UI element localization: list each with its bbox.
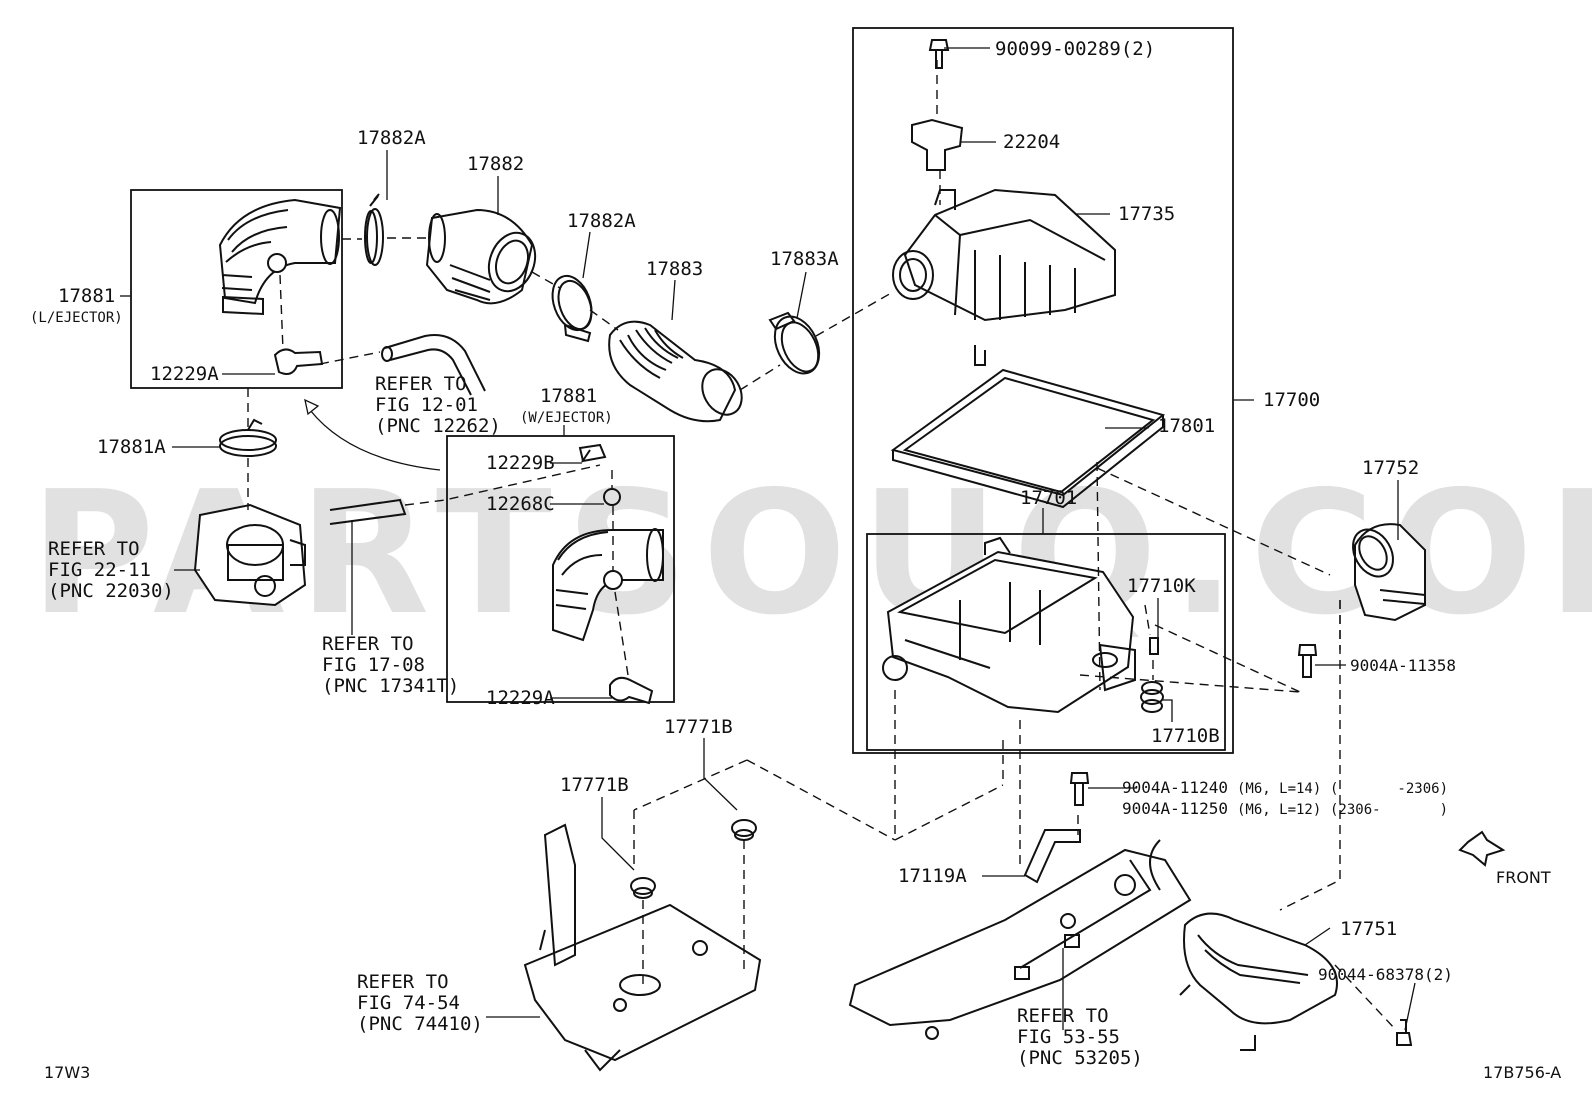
label-9004a-11358: 9004A-11358 — [1350, 656, 1456, 675]
bolt-9004a-11358-drawing — [1297, 644, 1318, 678]
label-17119a: 17119A — [898, 865, 967, 887]
label-12229b: 12229B — [486, 452, 555, 474]
label-17881a: 17881A — [97, 436, 166, 458]
ref-74-54-line2: FIG 74-54 — [357, 992, 460, 1014]
label-17710b: 17710B — [1151, 725, 1220, 747]
label-17882a-top: 17882A — [357, 127, 426, 149]
hose-17883-drawing — [608, 320, 743, 423]
label-9004a-11240: 9004A-11240 — [1122, 778, 1228, 797]
filter-17801-drawing — [890, 368, 1166, 509]
label-9004a-11250-date: (2306- ) — [1330, 802, 1448, 818]
label-17700: 17700 — [1263, 389, 1320, 411]
grommets-17710-drawing — [1140, 637, 1164, 713]
label-12229a-bot: 12229A — [486, 687, 555, 709]
case-17701-drawing — [882, 536, 1136, 714]
hose-17881-l-ejector-drawing — [218, 198, 342, 316]
assembly-lines — [247, 60, 1397, 1031]
label-17883a: 17883A — [770, 248, 839, 270]
group-box-17700-air-cleaner — [852, 27, 1234, 754]
group-box-17701-case — [866, 533, 1226, 751]
front-arrow-icon — [1458, 830, 1506, 867]
ref-74-54-line3: (PNC 74410) — [357, 1013, 483, 1035]
group-box-17881-w-ejector — [446, 435, 675, 703]
hose-refer-12-01-drawing — [381, 334, 486, 396]
front-label: FRONT — [1496, 868, 1551, 887]
page-code: 17W3 — [44, 1063, 90, 1082]
crossmember-drawing — [848, 839, 1192, 1040]
bolt-9004a-11240-drawing — [1069, 772, 1090, 806]
label-17881-l: 17881 — [58, 285, 115, 307]
label-17710k: 17710K — [1127, 575, 1196, 597]
ref-74-54-line1: REFER TO — [357, 971, 449, 993]
bolt-90099-00289-drawing — [928, 39, 950, 69]
ref-12-01-line1: REFER TO — [375, 373, 467, 395]
connector-12229a-top-drawing — [273, 348, 324, 375]
diagram-code: 17B756-A — [1483, 1063, 1561, 1082]
label-17735: 17735 — [1118, 203, 1175, 225]
ref-12-01-line2: FIG 12-01 — [375, 394, 478, 416]
label-17801: 17801 — [1158, 415, 1215, 437]
clamp-17882a-top-drawing — [364, 193, 384, 266]
arrow-head — [304, 398, 320, 416]
label-9004a-11240-spec: (M6, L=14) — [1237, 781, 1321, 797]
clamp-17881a-drawing — [219, 418, 277, 457]
label-17881-l-note: (L/EJECTOR) — [30, 310, 123, 326]
ref-53-55-line3: (PNC 53205) — [1017, 1047, 1143, 1069]
label-12229a-top: 12229A — [150, 363, 219, 385]
ref-17-08-line3: (PNC 17341T) — [322, 675, 459, 697]
ref-17-08-line2: FIG 17-08 — [322, 654, 425, 676]
label-17882a-mid: 17882A — [567, 210, 636, 232]
label-90099-00289: 90099-00289(2) — [995, 38, 1155, 60]
inlet-17751-drawing — [1179, 912, 1338, 1051]
throttle-body-drawing — [193, 503, 307, 607]
label-17752: 17752 — [1362, 457, 1419, 479]
label-17881-w-note: (W/EJECTOR) — [520, 410, 613, 426]
ref-53-55-line1: REFER TO — [1017, 1005, 1109, 1027]
label-17881-w: 17881 — [540, 385, 597, 407]
bolt-90044-68378-drawing — [1396, 1019, 1413, 1046]
sensor-22204-drawing — [911, 118, 964, 171]
hose-refer-17-08-drawing — [329, 498, 407, 525]
arrow-curve — [309, 409, 441, 471]
clamp-17882a-mid-drawing — [551, 274, 593, 343]
bracket-17119a-drawing — [1023, 829, 1081, 884]
label-9004a-11240-date: ( -2306) — [1330, 781, 1448, 797]
grommets-17771b-drawing — [630, 819, 757, 899]
label-22204: 22204 — [1003, 131, 1060, 153]
label-17751: 17751 — [1340, 918, 1397, 940]
ref-17-08-line1: REFER TO — [322, 633, 414, 655]
leader-lines — [120, 47, 1416, 1031]
label-17883: 17883 — [646, 258, 703, 280]
duct-17752-drawing — [1352, 523, 1426, 622]
group-box-17881-l-ejector — [130, 189, 343, 389]
label-9004a-11250-spec: (M6, L=12) — [1237, 802, 1321, 818]
label-12268c: 12268C — [486, 493, 555, 515]
label-17882: 17882 — [467, 153, 524, 175]
label-17701: 17701 — [1020, 487, 1077, 509]
label-17771b-left: 17771B — [560, 774, 629, 796]
ref-12-01-line3: (PNC 12262) — [375, 415, 501, 437]
label-17771b-right: 17771B — [664, 716, 733, 738]
label-9004a-11250: 9004A-11250 — [1122, 799, 1228, 818]
hose-17881-w-ejector-drawing — [552, 443, 664, 705]
ref-22-11-line2: FIG 22-11 — [48, 559, 151, 581]
ref-22-11-line3: (PNC 22030) — [48, 580, 174, 602]
elbow-17882-drawing — [425, 208, 537, 305]
cap-17735-drawing — [892, 188, 1116, 366]
ref-22-11-line1: REFER TO — [48, 538, 140, 560]
label-90044-68378: 90044-68378(2) — [1318, 965, 1453, 984]
clamp-17883a-drawing — [768, 311, 821, 375]
ref-53-55-line2: FIG 53-55 — [1017, 1026, 1120, 1048]
